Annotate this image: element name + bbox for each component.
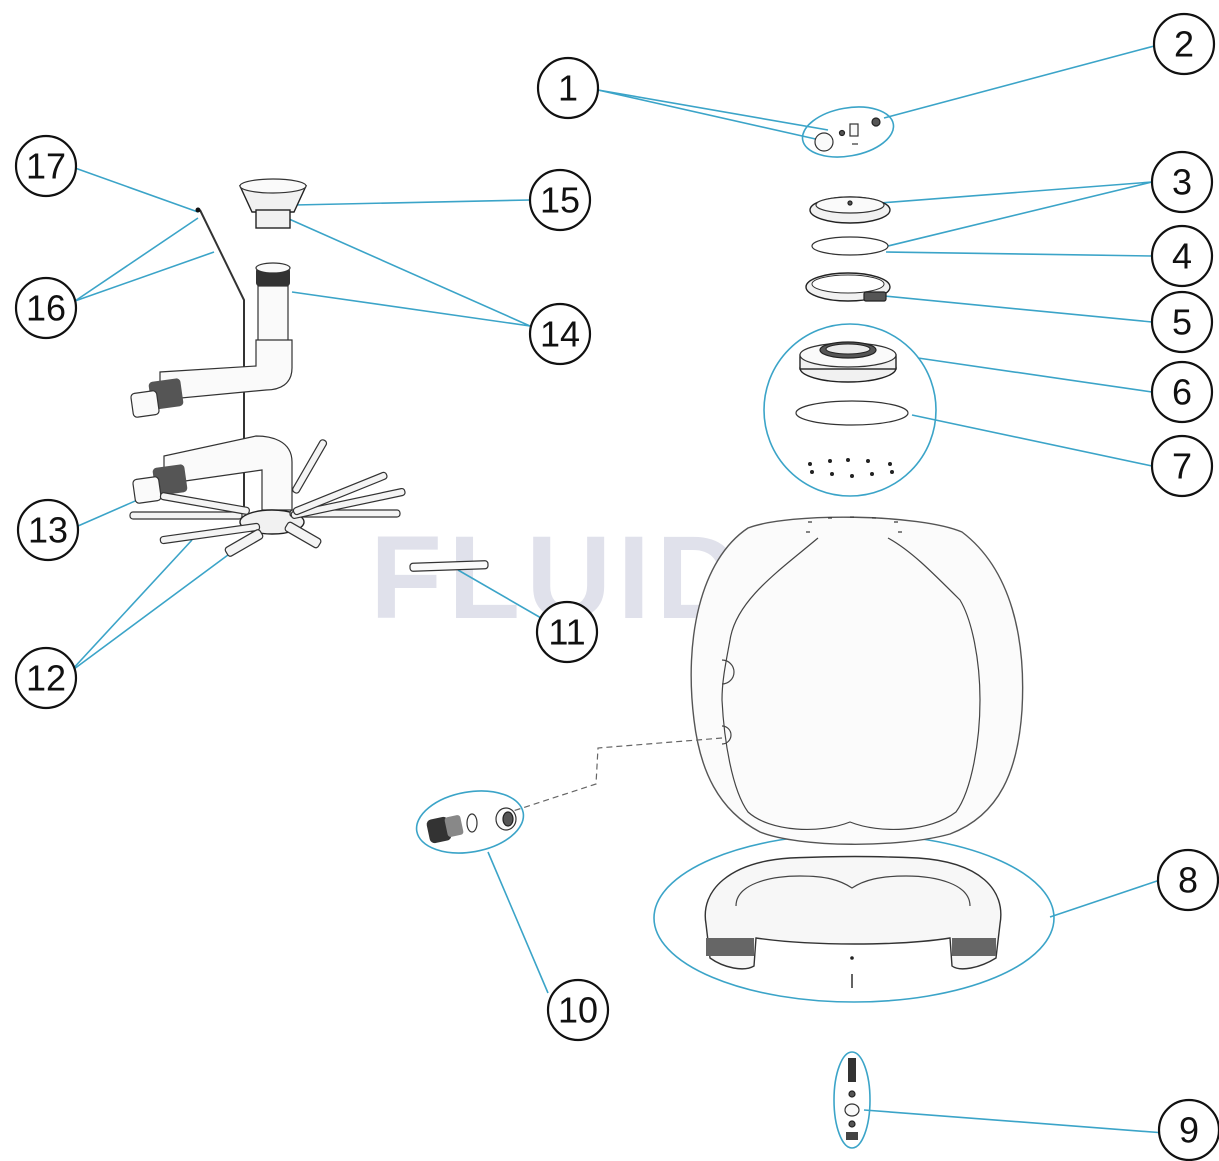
part-drain-stack — [844, 1058, 860, 1140]
leader-12a — [69, 539, 193, 673]
callout-11: 11 — [535, 600, 599, 664]
callout-2: 2 — [1152, 12, 1216, 76]
leader-4 — [885, 251, 1153, 257]
group-circle-6-7 — [763, 323, 937, 497]
callout-label-7: 7 — [1172, 446, 1192, 487]
leader-6 — [917, 357, 1153, 393]
leader-7 — [911, 414, 1153, 467]
callout-label-9: 9 — [1179, 1110, 1199, 1151]
callout-4: 4 — [1150, 224, 1214, 288]
callout-label-8: 8 — [1178, 860, 1198, 901]
leader-15 — [293, 199, 531, 206]
part-o-ring — [811, 236, 889, 256]
callout-label-6: 6 — [1172, 372, 1192, 413]
part-collector-assembly — [129, 178, 406, 557]
leader-lines — [69, 44, 1166, 1134]
callout-label-2: 2 — [1174, 24, 1194, 65]
group-ellipse-1-2 — [801, 106, 895, 158]
callout-12: 12 — [14, 646, 78, 710]
callout-7: 7 — [1150, 434, 1214, 498]
callout-13: 13 — [16, 498, 80, 562]
callout-label-15: 15 — [540, 180, 580, 221]
callout-15: 15 — [528, 168, 592, 232]
callout-label-5: 5 — [1172, 302, 1192, 343]
part-union — [426, 807, 517, 844]
callout-3: 3 — [1150, 150, 1214, 214]
leader-16b — [74, 251, 215, 302]
callout-label-11: 11 — [548, 612, 585, 653]
callout-17: 17 — [14, 134, 78, 198]
callout-label-10: 10 — [558, 990, 598, 1031]
leader-14b — [291, 291, 531, 327]
leader-1a — [597, 89, 821, 141]
leader-1b — [597, 89, 829, 131]
part-clamp — [805, 272, 891, 302]
callout-16: 16 — [14, 276, 78, 340]
callout-label-16: 16 — [26, 288, 66, 329]
callout-1: 1 — [536, 56, 600, 120]
callout-9: 9 — [1157, 1098, 1219, 1161]
leader-5 — [883, 295, 1153, 323]
callout-5: 5 — [1150, 290, 1214, 354]
leader-3a — [879, 181, 1153, 204]
leader-8 — [1049, 879, 1161, 918]
part-tank — [509, 516, 1024, 845]
group-ellipse-9 — [833, 1051, 871, 1149]
callout-label-17: 17 — [26, 146, 66, 187]
callout-8: 8 — [1156, 848, 1219, 912]
part-base — [704, 855, 1002, 988]
callout-14: 14 — [528, 302, 592, 366]
leader-10 — [487, 851, 549, 994]
leader-17 — [74, 167, 199, 213]
leader-3b — [887, 181, 1153, 247]
part-gasket — [795, 400, 909, 478]
callout-10: 10 — [546, 978, 610, 1042]
callouts: 1 2 3 4 5 6 7 8 9 10 11 12 13 14 15 16 1… — [14, 12, 1219, 1161]
callout-label-14: 14 — [540, 314, 580, 355]
part-lid — [809, 196, 891, 224]
leader-9 — [863, 1109, 1166, 1134]
callout-label-1: 1 — [558, 68, 578, 109]
part-drain-fittings — [814, 117, 881, 152]
leader-2 — [883, 44, 1159, 119]
leader-12b — [69, 551, 233, 673]
group-ellipse-10 — [415, 790, 525, 854]
part-single-lateral — [409, 560, 489, 572]
part-flange — [799, 341, 897, 383]
callout-label-3: 3 — [1172, 162, 1192, 203]
leader-16a — [74, 217, 199, 302]
leader-11 — [457, 569, 549, 623]
leader-14a — [279, 214, 531, 327]
callout-label-12: 12 — [26, 658, 66, 699]
callout-6: 6 — [1150, 360, 1214, 424]
callout-label-13: 13 — [28, 510, 68, 551]
callout-label-4: 4 — [1172, 236, 1192, 277]
